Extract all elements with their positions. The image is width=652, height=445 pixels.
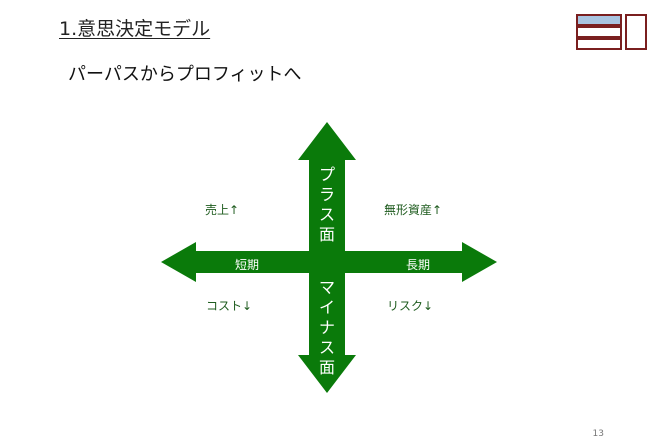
horizontal-left-label: 短期 (235, 258, 260, 272)
quadrant-bottom-right-label: リスク↓ (387, 299, 434, 313)
horizontal-right-label: 長期 (406, 258, 431, 272)
vertical-bottom-label: マイナス面 (318, 278, 335, 377)
horizontal-double-arrow (161, 242, 497, 282)
quadrant-bottom-left-label: コスト↓ (206, 299, 253, 313)
quadrant-top-left-label: 売上↑ (205, 203, 240, 217)
slide-subtitle: パーパスからプロフィットへ (68, 64, 302, 85)
quadrant-top-right-label: 無形資産↑ (384, 203, 443, 217)
vertical-top-label: プラス面 (318, 165, 335, 244)
page-number: 13 (592, 429, 604, 439)
logo-icon (576, 14, 647, 50)
slide-title: 1.意思決定モデル (59, 18, 211, 40)
